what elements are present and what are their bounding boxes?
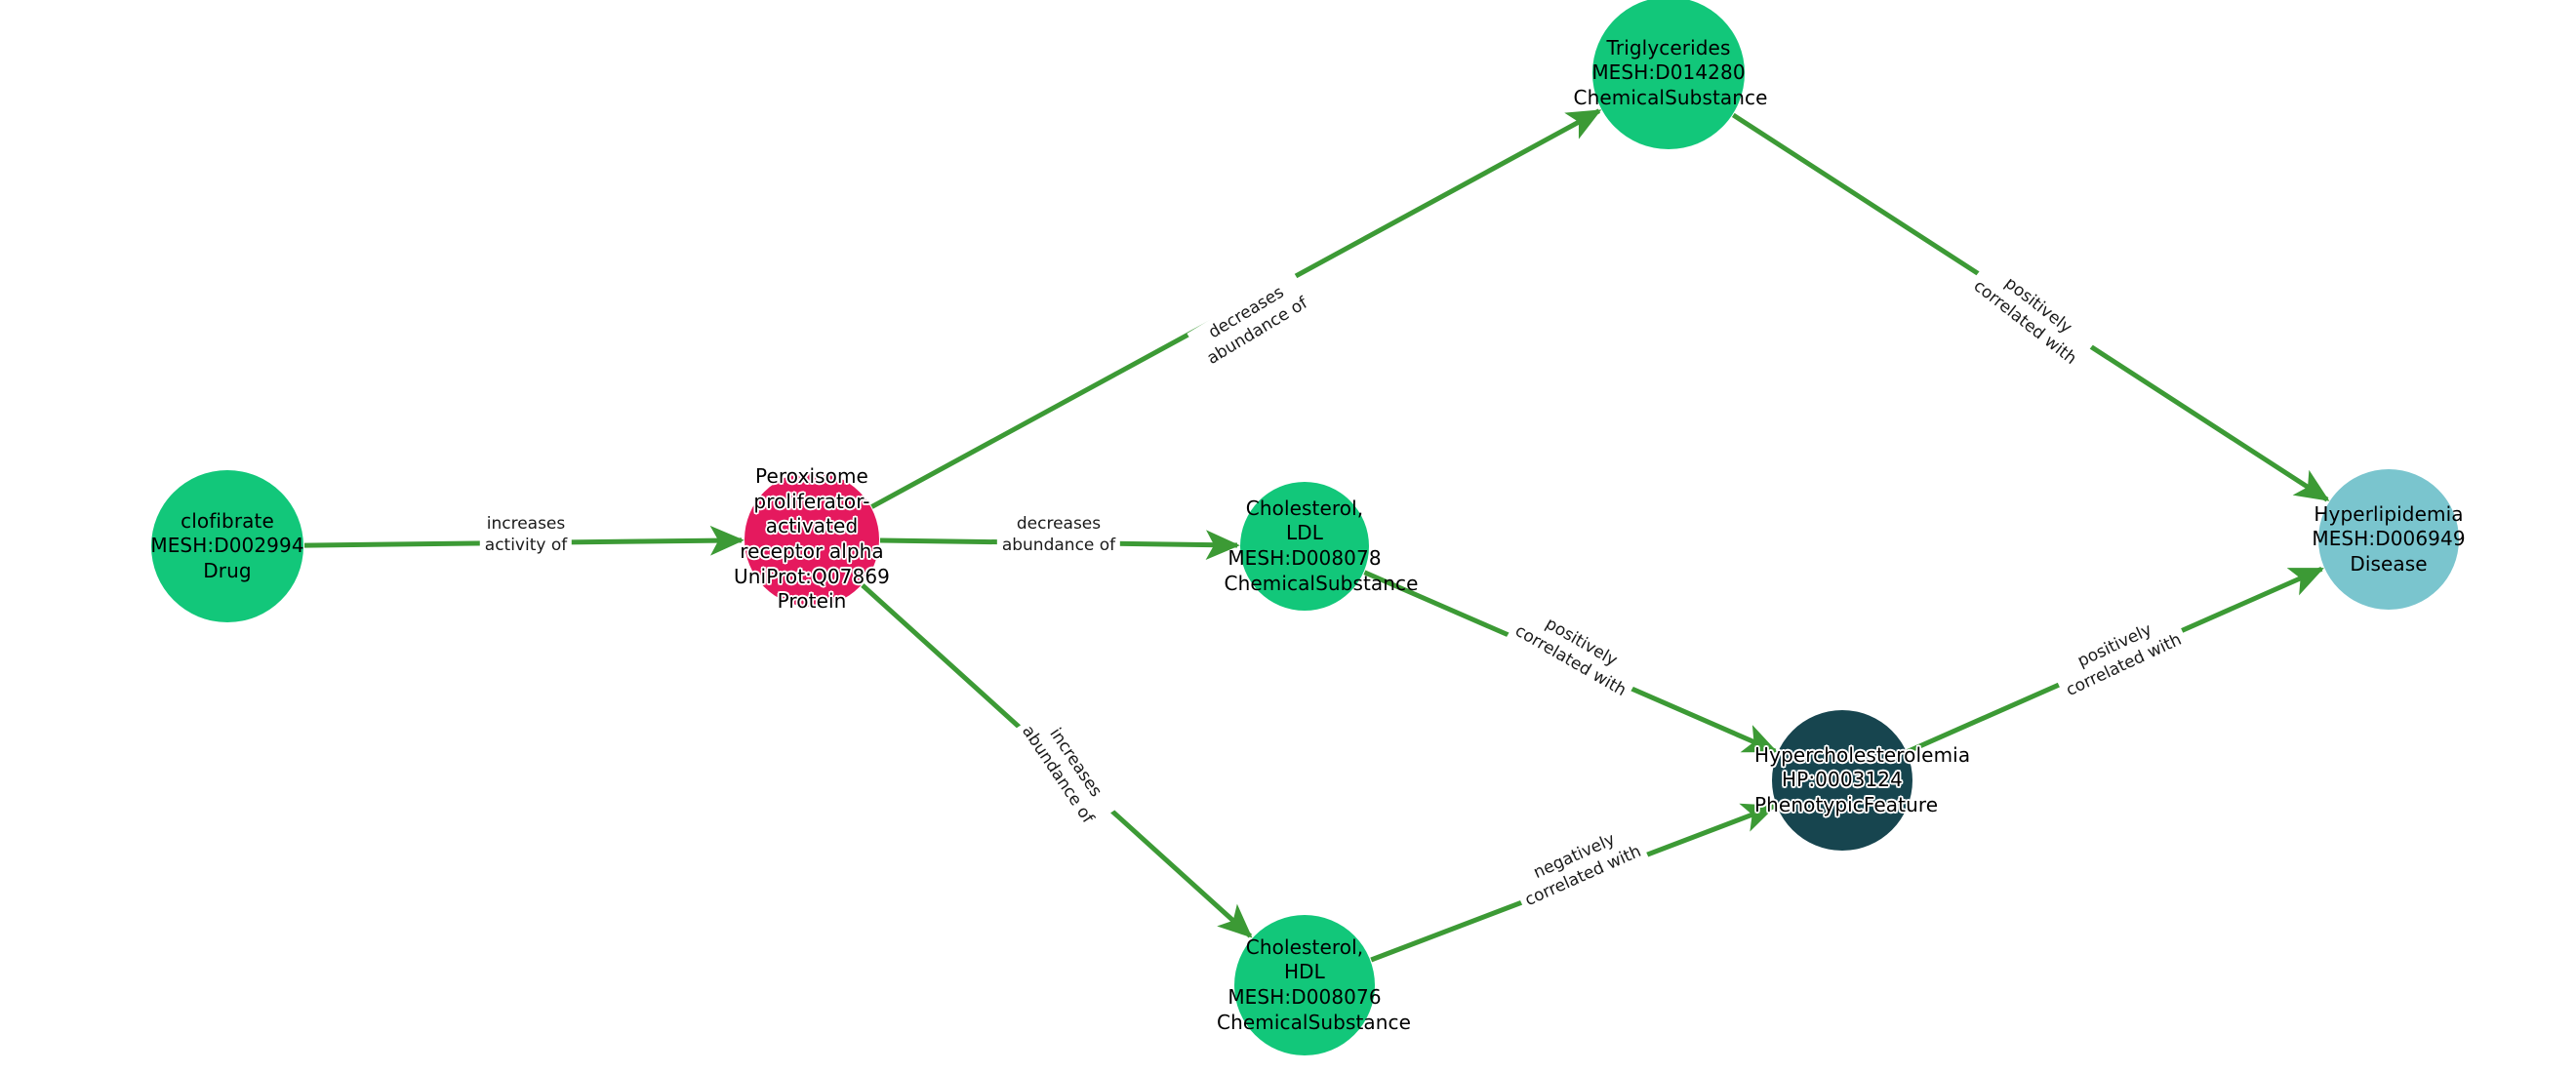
graph-edge	[870, 108, 1602, 509]
graph-node-hyperlipidemia[interactable]: Hyperlipidemia MESH:D006949 Disease	[2312, 469, 2466, 610]
graph-edge	[1906, 566, 2324, 754]
graph-edge	[1370, 803, 1777, 963]
graph-node-hdl[interactable]: Cholesterol, HDL MESH:D008076 ChemicalSu…	[1217, 915, 1411, 1055]
graph-node-label: Triglycerides MESH:D014280 ChemicalSubst…	[1573, 35, 1768, 109]
graph-node-hypercholesterolemia[interactable]: Hypercholesterolemia HP:0003124 Phenotyp…	[1754, 710, 1970, 851]
graph-node-label: Peroxisome proliferator- activated recep…	[734, 464, 890, 614]
graph-node-triglycerides[interactable]: Triglycerides MESH:D014280 ChemicalSubst…	[1574, 0, 1767, 149]
graph-edge	[1363, 570, 1778, 754]
graph-edge	[1731, 112, 2330, 502]
graph-node-label: Cholesterol, LDL MESH:D008078 ChemicalSu…	[1224, 496, 1419, 595]
graph-node-label: clofibrate MESH:D002994 Drug	[150, 508, 304, 582]
graph-node-clofibrate[interactable]: clofibrate MESH:D002994 Drug	[150, 470, 304, 622]
graph-edge	[303, 525, 745, 556]
graph-edge	[879, 530, 1240, 560]
graph-edge	[861, 583, 1253, 938]
graph-node-label: Hyperlipidemia MESH:D006949 Disease	[2312, 501, 2466, 576]
graph-node-ldl[interactable]: Cholesterol, LDL MESH:D008078 ChemicalSu…	[1225, 482, 1418, 611]
graph-node-ppara[interactable]: Peroxisome proliferator- activated recep…	[734, 464, 890, 613]
graph-node-label: Hypercholesterolemia HP:0003124 Phenotyp…	[1754, 742, 1971, 816]
graph-node-label: Cholesterol, HDL MESH:D008076 ChemicalSu…	[1217, 934, 1412, 1034]
